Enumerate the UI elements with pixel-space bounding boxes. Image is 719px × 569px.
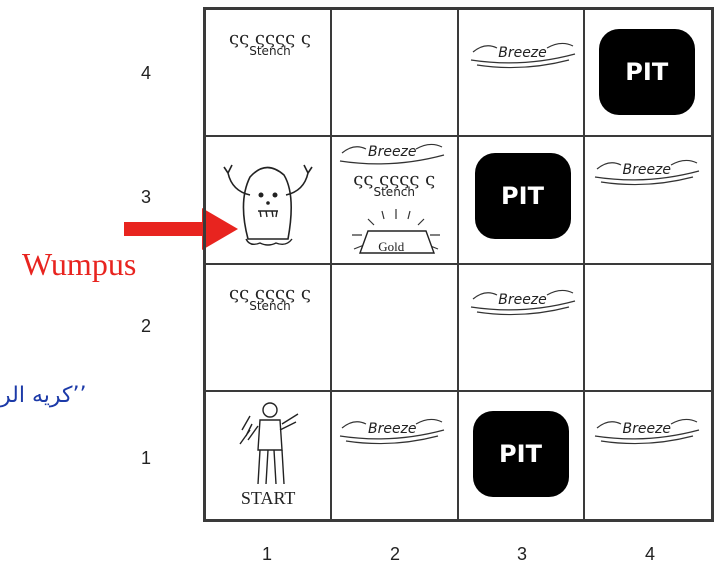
stench-waves-icon: ςς ςςςς ς <box>228 28 311 49</box>
cell-2-2 <box>332 264 459 392</box>
cell-3-2: Breeze <box>458 264 585 392</box>
breeze-percept: Breeze <box>467 38 579 70</box>
breeze-waves-icon <box>340 144 445 165</box>
breeze-label: Breeze <box>498 291 547 308</box>
col-label-4: 4 <box>645 544 656 564</box>
pit: PIT <box>472 410 569 497</box>
stench-percept: ςς ςςςς ς Stench <box>216 28 324 66</box>
agent-icon <box>239 402 299 484</box>
cell-1-2: ςς ςςςς ς Stench <box>206 264 333 392</box>
stench-waves-icon: ςς ςςςς ς <box>353 169 436 191</box>
col-label-2: 2 <box>390 544 401 564</box>
breeze-waves-icon <box>470 42 575 69</box>
wumpus-world-grid: ςς ςςςς ς Stench Breeze PIT <box>203 7 714 522</box>
breeze-label: Breeze <box>367 420 417 437</box>
breeze-label: Breeze <box>622 162 672 179</box>
pit: PIT <box>598 29 695 115</box>
stench-waves-icon: ςς ςςςς ς <box>228 282 311 304</box>
breeze-label: Breeze <box>367 144 417 161</box>
cell-4-4: PIT <box>584 10 711 138</box>
stench-percept: ςς ςςςς ς Stench <box>340 169 448 207</box>
wumpus-annotation: Wumpus <box>22 246 137 282</box>
cell-4-2 <box>584 265 711 392</box>
col-label-3: 3 <box>517 544 528 564</box>
breeze-waves-icon <box>470 289 575 315</box>
breeze-percept: Breeze <box>591 155 703 187</box>
breeze-label: Breeze <box>498 45 547 61</box>
cell-3-1: PIT <box>459 391 585 519</box>
stench-label: Stench <box>249 298 291 313</box>
arabic-annotation: ’’كريه الر <box>0 383 87 408</box>
breeze-percept: Breeze <box>336 139 448 171</box>
stench-percept: ςς ςςςς ς Stench <box>216 282 324 321</box>
breeze-label: Breeze <box>622 420 672 437</box>
red-arrow-icon <box>124 208 238 250</box>
gold-label: Gold <box>378 239 405 255</box>
row-label-2: 2 <box>141 316 152 336</box>
row-label-4: 4 <box>141 63 152 83</box>
cell-1-3 <box>206 137 333 265</box>
stench-label: Stench <box>249 44 291 58</box>
row-label-1: 1 <box>141 448 152 468</box>
start-label: START <box>240 488 296 508</box>
wumpus-monster-icon <box>223 164 313 246</box>
breeze-waves-icon <box>340 418 445 444</box>
cell-1-1: START <box>206 391 333 519</box>
cell-4-1: Breeze <box>585 392 711 519</box>
cell-2-3: Breeze ςς ςςςς ς Stench Gold <box>332 137 459 265</box>
pit: PIT <box>474 153 571 240</box>
cell-3-3: PIT <box>458 137 585 265</box>
col-label-1: 1 <box>262 544 273 564</box>
cell-2-1: Breeze <box>332 391 459 519</box>
cell-1-4: ςς ςςςς ς Stench <box>206 10 333 138</box>
row-label-3: 3 <box>141 187 152 207</box>
cell-2-4 <box>332 10 459 138</box>
gold-icon <box>352 209 441 254</box>
breeze-percept: Breeze <box>591 414 703 446</box>
breeze-waves-icon <box>594 160 699 186</box>
stench-label: Stench <box>373 185 415 200</box>
breeze-percept: Breeze <box>336 414 448 446</box>
breeze-waves-icon <box>594 418 699 444</box>
cell-3-4: Breeze <box>458 10 585 138</box>
cell-4-3: Breeze <box>584 137 711 265</box>
breeze-percept: Breeze <box>467 285 579 317</box>
